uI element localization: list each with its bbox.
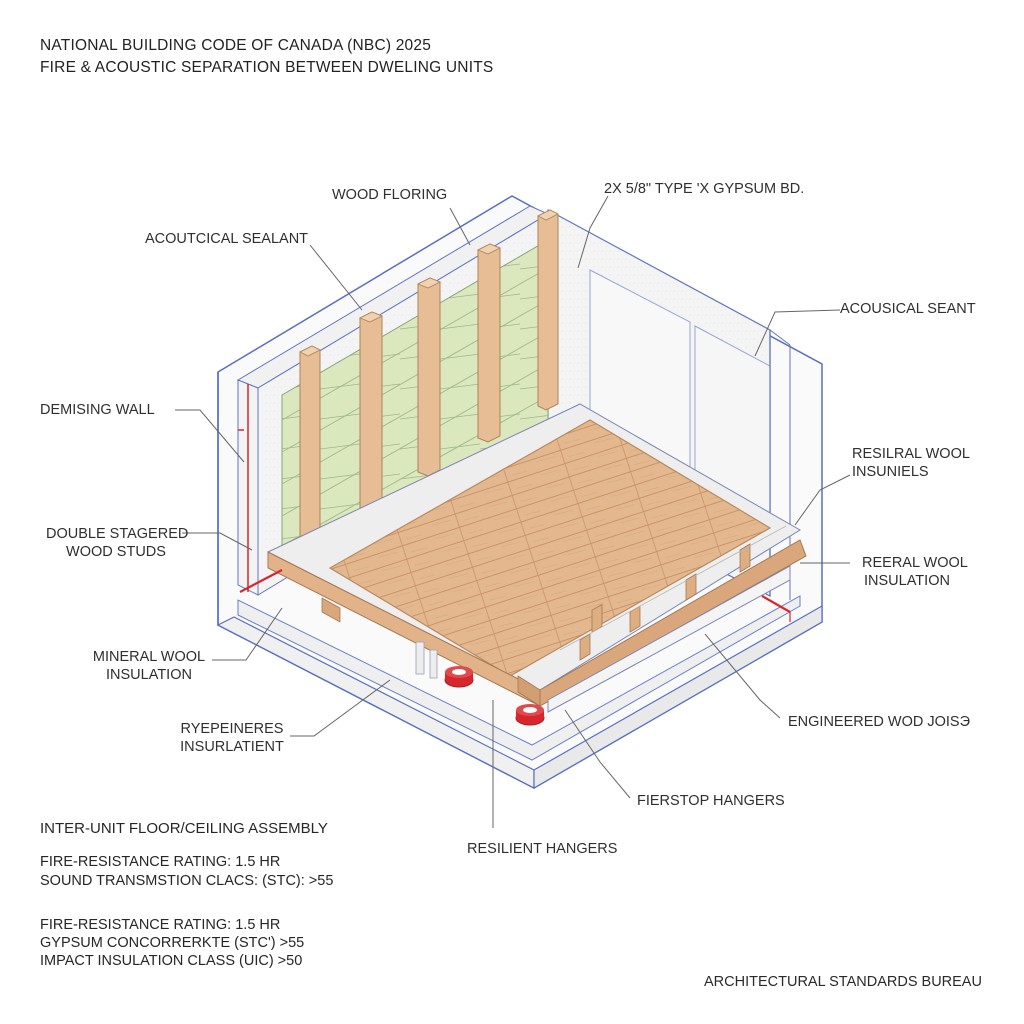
label-acoustical-sealant-left: ACOUTCICAL SEALANT <box>145 231 309 247</box>
spec-line: GYPSUM CONCORRERKTE (STC') >55 <box>40 935 305 951</box>
wood-flooring <box>328 419 772 677</box>
label-resilral-line1: RESILRAL WOOL <box>852 446 970 462</box>
label-firestop-hangers: FIERSTOP HANGERS <box>637 793 785 809</box>
label-double-staggered-studs: DOUBLE STAGERED WOOD STUDS <box>46 525 189 561</box>
stud <box>417 277 441 477</box>
diagram-title: NATIONAL BUILDING CODE OF CANADA (NBC) 2… <box>40 37 432 54</box>
label-ryepe-line2: INSURLATIENT <box>180 739 284 755</box>
label-resilral-line2: INSUNIELS <box>852 464 929 480</box>
spec-title: INTER-UNIT FLOOR/CEILING ASSEMBLY <box>40 820 328 837</box>
label-engineered-joists: ENGINEERED WOD JOISЭ <box>788 714 971 730</box>
label-double-studs-line2: WOOD STUDS <box>66 544 166 560</box>
stud <box>299 345 321 553</box>
label-wood-flooring: WOOD FLORING <box>332 187 448 203</box>
label-mineral-line2: INSULATION <box>106 667 192 683</box>
stud <box>537 209 559 411</box>
label-reeral-line1: REERAL WOOL <box>862 555 968 571</box>
label-mineral-line1: MINERAL WOOL <box>92 649 206 665</box>
label-double-studs-line1: DOUBLE STAGERED <box>46 526 189 542</box>
label-mineral-wool: MINERAL WOOL INSULATION <box>86 648 212 684</box>
label-ryepe-line1: RYEPEINERES <box>180 721 284 737</box>
label-resilient-hangers: RESILIENT HANGERS <box>467 841 618 857</box>
leader-lines <box>175 195 851 828</box>
label-reeral-line2: INSULATION <box>864 573 950 589</box>
label-resilral-wool: RESILRAL WOOL INSUNIELS <box>852 445 970 481</box>
label-ryepeineres: RYEPEINERES INSURLATIENT <box>176 720 288 756</box>
spec-line: IMPACT INSULATION CLASS (UIC) >50 <box>40 953 303 969</box>
stud <box>477 243 501 443</box>
spec-line: FIRE-RESISTANCE RATING: 1.5 HR <box>40 917 281 933</box>
label-demising-wall: DEMISING WALL <box>40 402 155 418</box>
firestop-line <box>239 569 283 593</box>
spec-line: SOUND TRANSMSTION CLACS: (STC): >55 <box>40 873 334 889</box>
spec-line: FIRE-RESISTANCE RATING: 1.5 HR <box>40 854 281 870</box>
label-acoustical-sealant-right: ACOUSICAL SEANT <box>840 301 976 317</box>
label-gypsum-board: 2X 5/8" TYPE 'X GYPSUM BD. <box>604 181 805 197</box>
floor-assembly <box>238 403 807 726</box>
label-reeral-wool: REERAL WOOL INSULATION <box>862 554 968 590</box>
publisher-credit: ARCHITECTURAL STANDARDS BUREAU <box>704 974 982 990</box>
resilient-hangers <box>415 641 545 726</box>
diagram-subtitle: FIRE & ACOUSTIC SEPARATION BETWEEN DWELI… <box>40 59 494 76</box>
